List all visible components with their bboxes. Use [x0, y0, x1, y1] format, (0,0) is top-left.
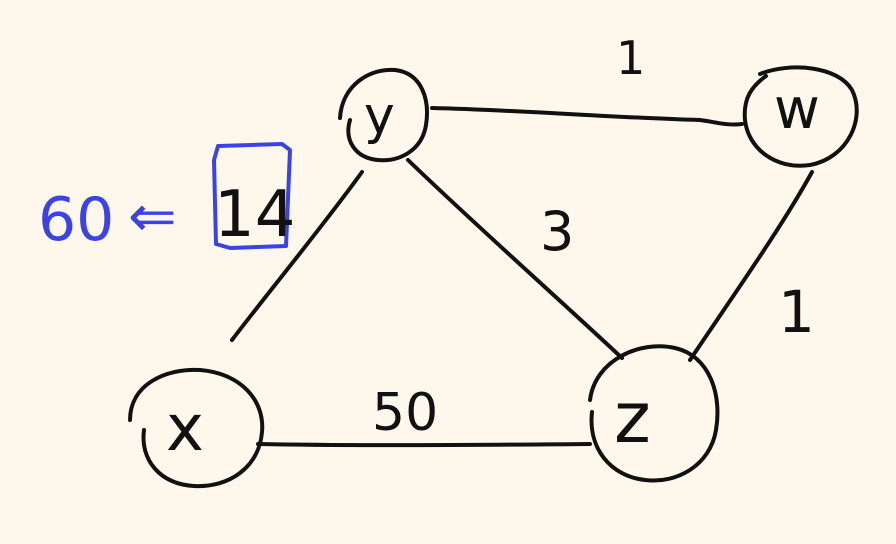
edge-y-w-weight: 1: [616, 31, 645, 85]
edge-y-z: [406, 158, 624, 360]
node-y-circle: [338, 67, 429, 163]
node-w-label: w: [774, 77, 820, 142]
node-x-label: x: [166, 392, 204, 466]
annotation-arrow-icon: ⇐: [128, 182, 177, 250]
edge-y-z-weight: 3: [540, 200, 574, 263]
edge-x-z: [256, 442, 592, 448]
edge-x-y-weight-box: [212, 142, 292, 250]
node-x-circle: [128, 367, 265, 489]
annotation-value: 60: [38, 185, 114, 255]
edge-y-w: [430, 106, 744, 127]
edge-w-z-weight: 1: [778, 278, 815, 346]
node-y-label: y: [364, 86, 395, 146]
node-z-circle: [588, 344, 720, 483]
node-z-label: z: [614, 377, 651, 459]
edge-x-y: [230, 170, 364, 342]
edge-w-z: [688, 170, 814, 362]
edge-x-z-weight: 50: [372, 383, 438, 443]
edge-x-y-weight: 14: [214, 178, 295, 252]
node-w-circle: [742, 65, 859, 168]
